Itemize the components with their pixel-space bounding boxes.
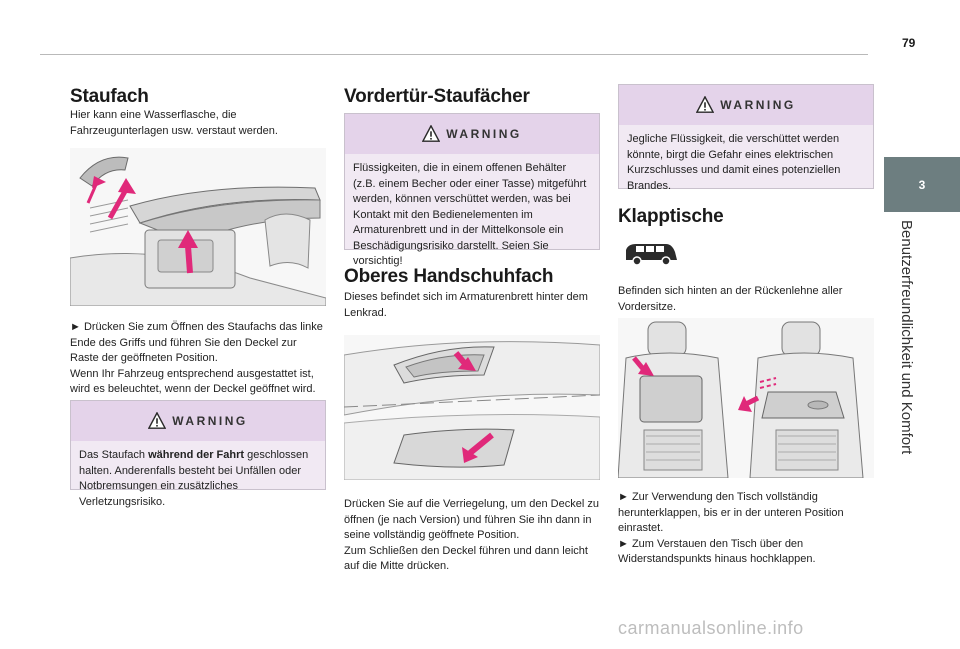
klapptische-illustration [618,318,874,478]
staufach-instr-1: Drücken Sie zum Öffnen des Staufachs das… [70,321,323,364]
staufach-warning: WARNING Das Staufach während der Fahrt g… [70,400,326,508]
watermark: carmanualsonline.info [618,618,804,638]
warning-header: WARNING [619,85,873,125]
section-title-vordertuer: Vordertür-Staufächer [344,86,530,107]
arrow-right-icon: ► [70,321,84,333]
staufach-instructions: ► Drücken Sie zum Öffnen des Staufachs d… [70,320,326,398]
arrow-right-icon: ► [618,491,632,503]
warning-text: Flüssigkeiten, die in einem offenen Behä… [353,162,587,267]
warning-title: WARNING [446,127,522,141]
chapter-title: Benutzerfreundlichkeit und Komfort [898,220,915,455]
vordertuer-warning: WARNING Flüssigkeiten, die in einem offe… [344,113,600,267]
warning-title: WARNING [720,98,796,112]
klapptische-warning: WARNING Jegliche Flüssigkeit, die versch… [618,84,874,192]
section-title-klapptische: Klapptische [618,206,724,227]
arrow-right-icon: ► [618,537,632,550]
klapptische-drawing [618,321,864,478]
staufach-intro: Hier kann eine Wasserflasche, die Fahrze… [70,109,278,137]
warning-header: WARNING [345,114,599,154]
warning-text: Das Staufach während der Fahrt geschloss… [71,441,325,517]
warning-title: WARNING [172,414,248,428]
warning-text-post: geschlossen halten. Anderenfalls besteht… [79,449,309,508]
staufach-illustration [70,148,326,306]
warning-header: WARNING [71,401,325,441]
staufach-drawing [70,156,326,306]
warning-text-pre: Das Staufach [79,449,149,461]
klapptische-instructions: ► Zur Verwendung den Tisch vollständig h… [618,490,874,568]
handschuhfach-intro: Dieses befindet sich im Armaturenbrett h… [344,291,588,319]
handschuhfach-instructions: Drücken Sie auf die Verriegelung, um den… [344,497,600,575]
section-title-handschuhfach: Oberes Handschuhfach [344,266,554,287]
warning-triangle-icon [696,96,715,113]
van-icon [626,244,677,266]
warning-triangle-icon [148,412,167,429]
handschuhfach-drawing [344,341,600,480]
handschuhfach-illustration [344,335,600,480]
klapptische-intro: Befinden sich hinten an der Rückenlehne … [618,285,843,313]
handschuhfach-instr-1: Drücken Sie auf die Verriegelung, um den… [344,498,599,541]
klapptische-instr-2: Zum Verstauen den Tisch über den Widerst… [618,537,816,566]
chapter-tab[interactable]: 3 [884,157,960,212]
klapptische-instr-1: Zur Verwendung den Tisch vollständig her… [618,491,844,534]
handschuhfach-instr-2: Zum Schließen den Deckel führen und dann… [344,544,588,573]
page-number: 79 [902,36,916,50]
section-title-staufach: Staufach [70,86,149,107]
header-rule [40,54,868,55]
warning-triangle-icon [422,125,441,142]
warning-text: Jegliche Flüssigkeit, die verschüttet we… [627,133,841,192]
staufach-instr-2: Wenn Ihr Fahrzeug entsprechend ausgestat… [70,367,316,396]
chapter-number: 3 [918,177,926,192]
warning-text-bold: während der Fahrt [148,449,245,461]
